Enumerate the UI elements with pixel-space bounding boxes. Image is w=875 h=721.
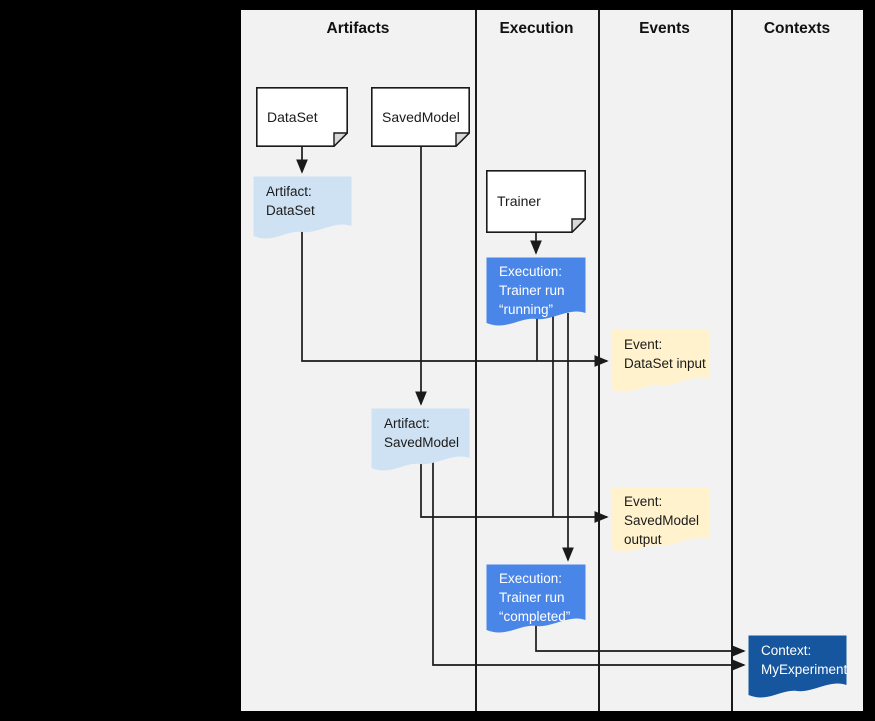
edge-artifact-dataset-to-event-input — [301, 228, 609, 367]
wavy-document-shape — [748, 635, 847, 698]
folded-document-shape — [371, 87, 470, 147]
artifact-savedmodel-node: Artifact: SavedModel — [371, 408, 470, 478]
wavy-document-shape — [486, 257, 586, 326]
execution-completed-line2: Trainer run — [499, 590, 565, 605]
column-header-execution: Execution — [499, 20, 574, 37]
edge-execution-completed-to-context — [535, 622, 746, 657]
execution-running-line2: Trainer run — [499, 283, 565, 298]
context-myexperiment-line1: Context: — [761, 643, 812, 658]
event-savedmodel-output-line3: output — [624, 532, 662, 547]
context-myexperiment-node: Context: MyExperiment — [748, 635, 847, 705]
execution-completed-line3: “completed” — [499, 609, 571, 624]
execution-running-line3: “running” — [499, 302, 554, 317]
event-savedmodel-output-node: Event: SavedModel output — [611, 487, 710, 559]
event-savedmodel-output-line1: Event: — [624, 494, 663, 509]
dataset-source-box: DataSet — [256, 87, 348, 147]
edge-artifact-savedmodel-to-event-output — [420, 458, 609, 523]
artifact-dataset-line2: DataSet — [266, 203, 315, 218]
edge-artifact-savedmodel-to-context — [432, 456, 746, 671]
connector-lines — [296, 147, 746, 671]
folded-document-shape — [256, 87, 348, 147]
execution-completed-line1: Execution: — [499, 571, 563, 586]
event-dataset-input-line2: DataSet input — [624, 356, 706, 371]
savedmodel-label: SavedModel — [382, 108, 460, 125]
wavy-document-shape — [611, 487, 710, 552]
event-dataset-input-node: Event: DataSet input — [611, 329, 710, 399]
column-divider-events-contexts — [731, 10, 733, 711]
wavy-document-shape — [371, 408, 470, 471]
event-savedmodel-output-line2: SavedModel — [624, 513, 700, 528]
trainer-source-box: Trainer — [486, 170, 586, 233]
dataset-label: DataSet — [267, 108, 318, 125]
folded-document-shape — [486, 170, 586, 233]
event-dataset-input-line1: Event: — [624, 337, 663, 352]
context-myexperiment-line2: MyExperiment — [761, 662, 848, 677]
artifact-dataset-node: Artifact: DataSet — [253, 176, 352, 246]
wavy-document-shape — [486, 564, 586, 633]
column-header-events: Events — [639, 20, 690, 37]
wavy-document-shape — [253, 176, 352, 239]
wavy-document-shape — [611, 329, 710, 392]
column-header-artifacts: Artifacts — [326, 20, 390, 37]
column-header-contexts: Contexts — [763, 20, 831, 37]
artifact-savedmodel-line2: SavedModel — [384, 435, 460, 450]
execution-completed-node: Execution: Trainer run “completed” — [486, 564, 586, 640]
artifact-savedmodel-line1: Artifact: — [384, 416, 430, 431]
trainer-label: Trainer — [497, 193, 541, 209]
artifact-dataset-line1: Artifact: — [266, 184, 312, 199]
savedmodel-source-box: SavedModel — [371, 87, 470, 147]
execution-running-line1: Execution: — [499, 264, 563, 279]
diagram-canvas: Artifacts Execution Events Contexts — [241, 10, 863, 711]
execution-running-node: Execution: Trainer run “running” — [486, 257, 586, 333]
